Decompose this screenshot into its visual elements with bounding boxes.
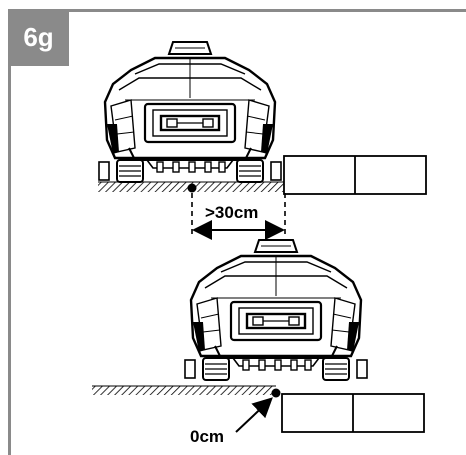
label-distance: >30cm bbox=[205, 203, 258, 222]
mower-bottom-icon bbox=[183, 238, 369, 382]
marker-dot-bottom bbox=[271, 388, 281, 398]
marker-dot-top bbox=[187, 183, 197, 193]
top-scene: >30cm bbox=[97, 40, 427, 240]
ground-hatch-bottom bbox=[92, 386, 276, 395]
label-zero: 0cm bbox=[190, 427, 224, 446]
mower-top-icon bbox=[97, 40, 283, 184]
figure-badge: 6g bbox=[8, 9, 69, 66]
frame-top-border bbox=[8, 9, 466, 12]
bottom-scene: 0cm bbox=[92, 238, 425, 446]
zero-arrow bbox=[235, 397, 273, 433]
frame-left-border bbox=[8, 9, 11, 455]
